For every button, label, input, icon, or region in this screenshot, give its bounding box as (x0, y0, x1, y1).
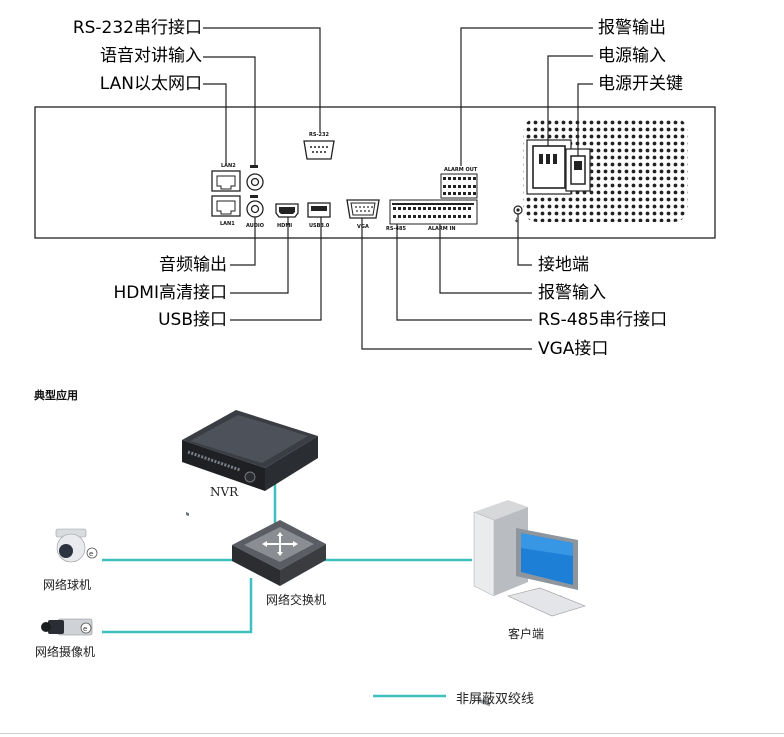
box-camera-device: e (41, 618, 93, 636)
label-rs232: RS-232串行接口 (72, 18, 202, 38)
cables (102, 478, 472, 698)
bottom-divider (0, 733, 784, 734)
panel-text-alarm-in: ALARM IN (428, 226, 456, 232)
panel-text-rs485: RS-485 (386, 226, 406, 232)
label-switch: 网络交换机 (266, 593, 327, 607)
panel-text-alarm-out: ALARM OUT (444, 167, 478, 173)
label-audio-out: 音频输出 (159, 255, 227, 275)
leader-lan (203, 83, 227, 163)
label-usb: USB接口 (158, 310, 227, 330)
panel-text-usb: USB3.0 (309, 223, 330, 229)
client-pc-device (473, 500, 586, 707)
switch-device (232, 520, 326, 586)
label-audio-in: 语音对讲输入 (100, 46, 202, 66)
label-alarm-in: 报警输入 (538, 283, 606, 303)
leader-power-switch (577, 83, 593, 156)
panel-text-lan1: LAN1 (220, 221, 235, 227)
svg-text:⏚: ⏚ (514, 217, 519, 224)
leader-alarm-out (460, 27, 593, 166)
nvr-device (182, 410, 318, 517)
label-power-in: 电源输入 (598, 46, 666, 66)
panel-text-lan2: LAN2 (221, 163, 236, 169)
legend-label: 非屏蔽双绞线 (456, 692, 535, 707)
leader-usb (230, 217, 322, 321)
leader-hdmi (230, 217, 289, 294)
label-lan: LAN以太网口 (99, 74, 202, 94)
leader-alarm-in (439, 224, 532, 294)
label-hdmi: HDMI高清接口 (113, 283, 227, 303)
svg-text:e: e (83, 625, 87, 633)
leader-audio-in (203, 56, 256, 168)
label-alarm-out: 报警输出 (598, 18, 666, 38)
leader-ground (517, 214, 532, 266)
panel-text-vga: VGA (357, 224, 369, 230)
label-rs485: RS-485串行接口 (538, 310, 668, 330)
label-dome-camera: 网络球机 (43, 578, 92, 592)
label-ground: 接地端 (538, 255, 589, 275)
leader-vga (361, 218, 532, 350)
dome-camera-device: e (55, 528, 98, 563)
panel-text-hdmi: HDMI (277, 223, 292, 229)
leader-rs485 (396, 224, 532, 321)
label-client: 客户端 (508, 627, 545, 641)
label-network-camera: 网络摄像机 (35, 645, 96, 659)
cable-camera-switch (102, 578, 253, 634)
section-title-typical-application: 典型应用 (34, 389, 78, 402)
svg-text:e: e (89, 550, 93, 558)
leader-rs232 (203, 27, 321, 132)
label-nvr: NVR (210, 485, 239, 499)
leader-audio-out (230, 217, 256, 266)
label-vga: VGA接口 (538, 339, 609, 359)
leader-power-in (547, 55, 593, 146)
rs232-port (303, 140, 335, 160)
panel-text-rs232: RS-232 (309, 132, 329, 138)
label-power-switch: 电源开关键 (598, 74, 683, 94)
